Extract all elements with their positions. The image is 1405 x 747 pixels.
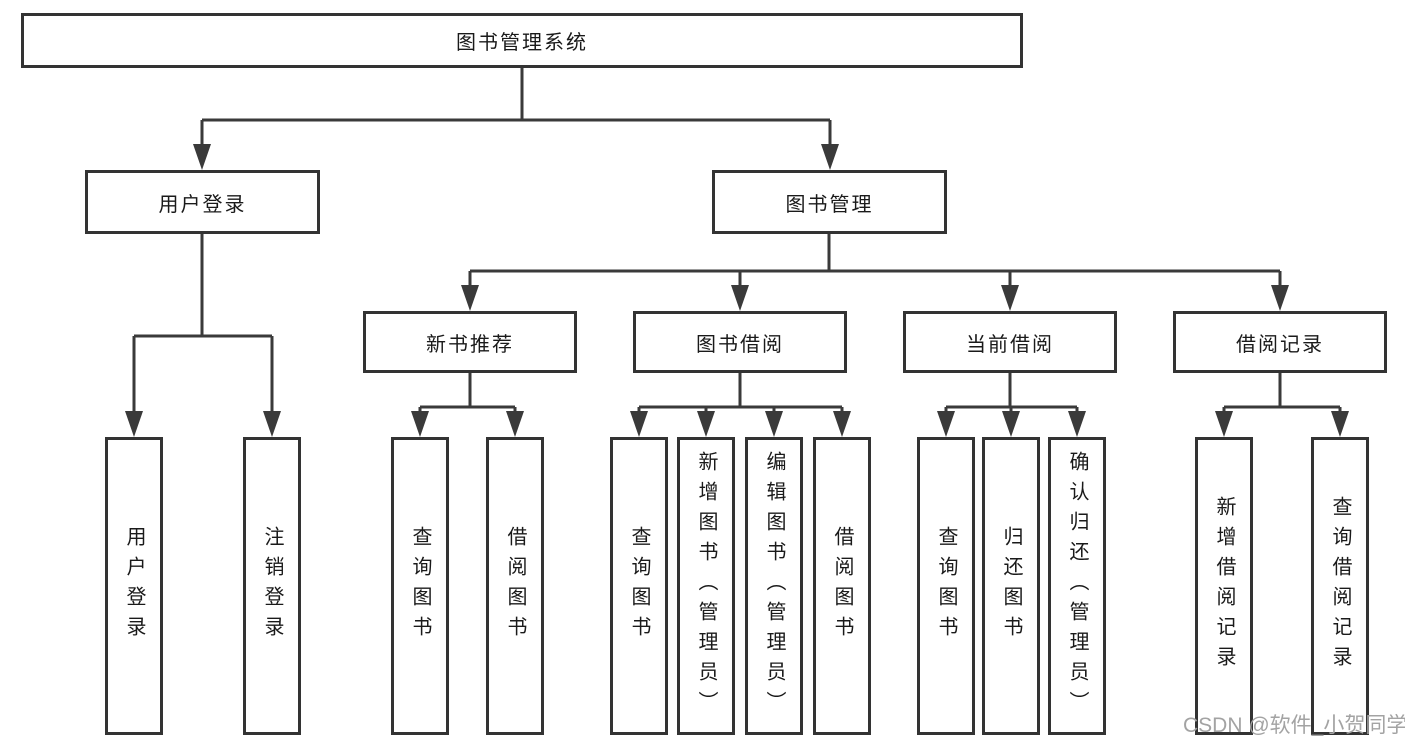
root-node-label: 图书管理系统 xyxy=(456,32,588,54)
csdn-watermark: CSDN @软件_小贺同学 xyxy=(1183,714,1405,737)
node-borrow-records: 借阅记录 xyxy=(1173,311,1387,373)
leaf-edit-book-admin: 编辑图书（管理员） xyxy=(745,437,803,735)
arrowheads xyxy=(125,144,1349,437)
node-user-login-label: 用户登录 xyxy=(158,193,247,216)
node-book-management-label: 图书管理 xyxy=(785,193,874,216)
leaf-return-book: 归还图书 xyxy=(982,437,1040,735)
node-user-login: 用户登录 xyxy=(85,170,320,234)
leaf-borrow-books-recommend: 借阅图书 xyxy=(486,437,544,735)
leaf-confirm-return-admin: 确认归还（管理员） xyxy=(1048,437,1106,735)
leaf-user-login: 用户登录 xyxy=(105,437,163,735)
leaf-query-books-current: 查询图书 xyxy=(917,437,975,735)
leaf-logout-login: 注销登录 xyxy=(243,437,301,735)
leaf-borrow-books: 借阅图书 xyxy=(813,437,871,735)
node-new-book-recommend: 新书推荐 xyxy=(363,311,577,373)
leaf-add-book-admin: 新增图书（管理员） xyxy=(677,437,735,735)
node-book-management: 图书管理 xyxy=(712,170,947,234)
leaf-add-borrow-record: 新增借阅记录 xyxy=(1195,437,1253,735)
leaf-query-borrow-record: 查询借阅记录 xyxy=(1311,437,1369,735)
leaf-query-books-borrow: 查询图书 xyxy=(610,437,668,735)
leaf-query-books-recommend: 查询图书 xyxy=(391,437,449,735)
root-node-library-system: 图书管理系统 xyxy=(21,13,1023,68)
node-book-borrow: 图书借阅 xyxy=(633,311,847,373)
node-current-borrow: 当前借阅 xyxy=(903,311,1117,373)
